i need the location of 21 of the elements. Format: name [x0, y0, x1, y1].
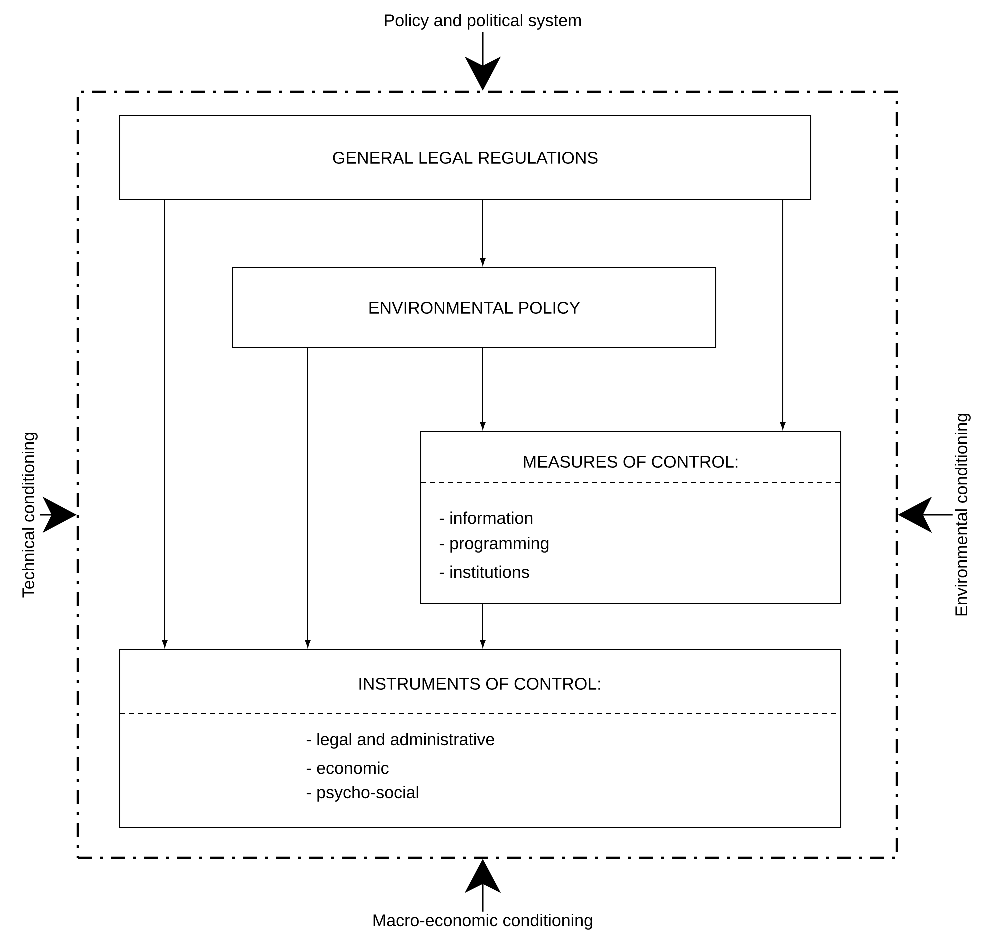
box-title: GENERAL LEGAL REGULATIONS	[333, 152, 598, 164]
arrow	[480, 348, 486, 430]
box-title: ENVIRONMENTAL POLICY	[370, 302, 580, 314]
arrow	[305, 348, 311, 648]
list-item: - institutions	[440, 566, 530, 578]
side-label: Policy and political system	[385, 14, 582, 30]
list-item: - legal and administrative	[306, 733, 494, 749]
side-label: Macro-economic conditioning	[374, 914, 592, 930]
list-item: - information	[440, 512, 533, 524]
dash-dot-frame	[76, 90, 898, 860]
arrow	[162, 200, 168, 648]
arrow	[480, 200, 486, 266]
arrow	[480, 604, 486, 648]
list-item: - economic	[306, 762, 389, 774]
arrow	[780, 200, 786, 430]
list-item: - programming	[440, 537, 549, 553]
box-heading: MEASURES OF CONTROL:	[524, 456, 738, 468]
side-label: Environmental conditioning	[955, 414, 971, 616]
side-label: Technical conditioning	[22, 432, 38, 598]
list-item: - psycho-social	[306, 786, 418, 802]
box-heading: INSTRUMENTS OF CONTROL:	[360, 678, 600, 690]
